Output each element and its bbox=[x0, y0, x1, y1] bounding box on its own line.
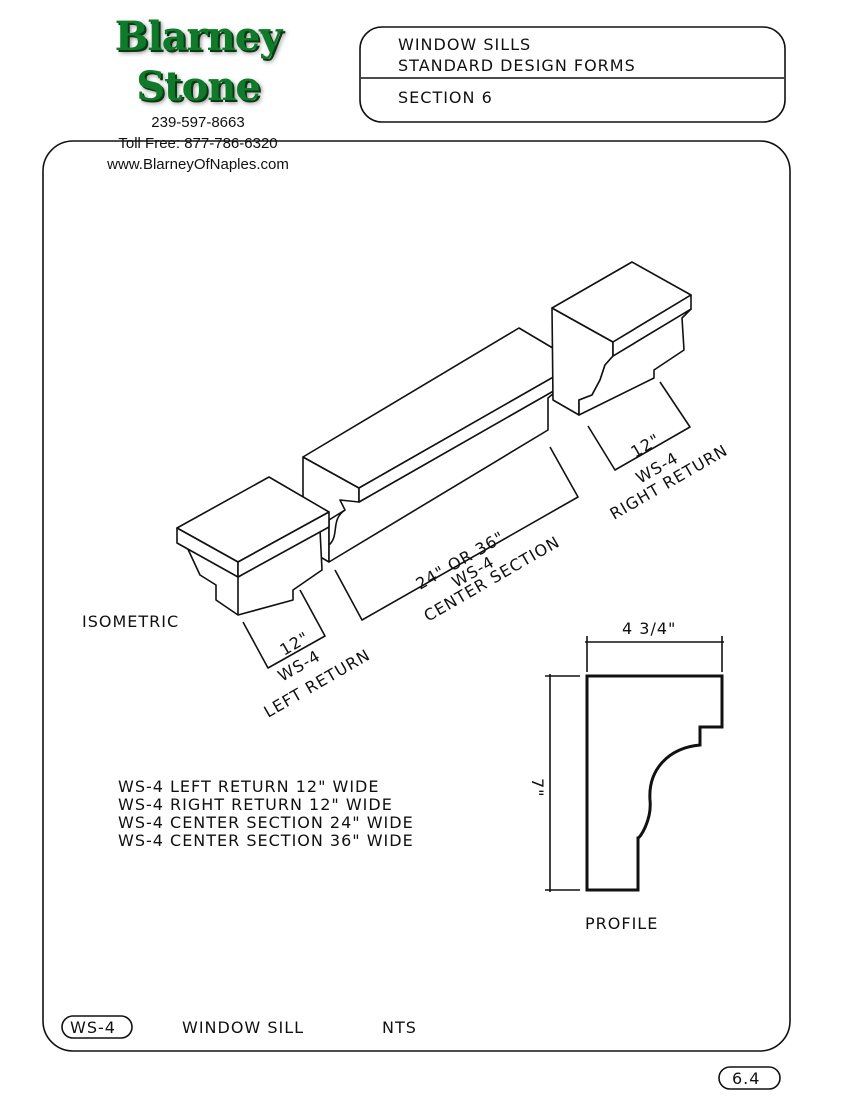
brand-name: Blarney Stone bbox=[114, 13, 283, 110]
legend-item: WS-4 CENTER SECTION 36" WIDE bbox=[118, 831, 414, 850]
legend-item: WS-4 LEFT RETURN 12" WIDE bbox=[118, 777, 379, 796]
title-line2: STANDARD DESIGN FORMS bbox=[398, 56, 636, 75]
footer-scale: NTS bbox=[382, 1018, 417, 1037]
profile-width: 4 3/4" bbox=[622, 619, 676, 638]
website: www.BlarneyOfNaples.com bbox=[107, 156, 289, 173]
dimension-lines bbox=[242, 381, 691, 669]
legend: WS-4 LEFT RETURN 12" WIDE WS-4 RIGHT RET… bbox=[118, 777, 414, 850]
legend-item: WS-4 RIGHT RETURN 12" WIDE bbox=[118, 795, 393, 814]
left-return-iso bbox=[176, 476, 330, 616]
left-return-labels: 12" WS-4 LEFT RETURN bbox=[261, 628, 374, 722]
footer-code: WS-4 bbox=[70, 1018, 116, 1037]
right-return-iso bbox=[551, 261, 692, 416]
legend-item: WS-4 CENTER SECTION 24" WIDE bbox=[118, 813, 414, 832]
company-logo: Blarney Stone 239-597-8663 Toll Free: 87… bbox=[48, 12, 348, 175]
drawing-frame bbox=[42, 140, 791, 1052]
title-block: WINDOW SILLS STANDARD DESIGN FORMS SECTI… bbox=[359, 26, 786, 123]
center-section-iso bbox=[302, 327, 579, 563]
page-number: 6.4 bbox=[732, 1069, 760, 1088]
isometric-label: ISOMETRIC bbox=[82, 612, 179, 631]
profile-label: PROFILE bbox=[585, 914, 658, 933]
profile-view: 4 3/4" 7" PROFILE bbox=[528, 619, 724, 933]
profile-height: 7" bbox=[528, 778, 547, 798]
toll-free: Toll Free: 877-786-6320 bbox=[118, 135, 278, 152]
footer-title: WINDOW SILL bbox=[182, 1018, 304, 1037]
right-return-labels: 12" WS-4 RIGHT RETURN bbox=[607, 430, 732, 524]
footer: WS-4 WINDOW SILL NTS 6.4 bbox=[61, 1015, 781, 1090]
title-line1: WINDOW SILLS bbox=[398, 35, 531, 54]
section-label: SECTION 6 bbox=[398, 88, 493, 107]
phone: 239-597-8663 bbox=[151, 114, 245, 131]
center-section-labels: 24" OR 36" WS-4 CENTER SECTION bbox=[413, 527, 564, 625]
